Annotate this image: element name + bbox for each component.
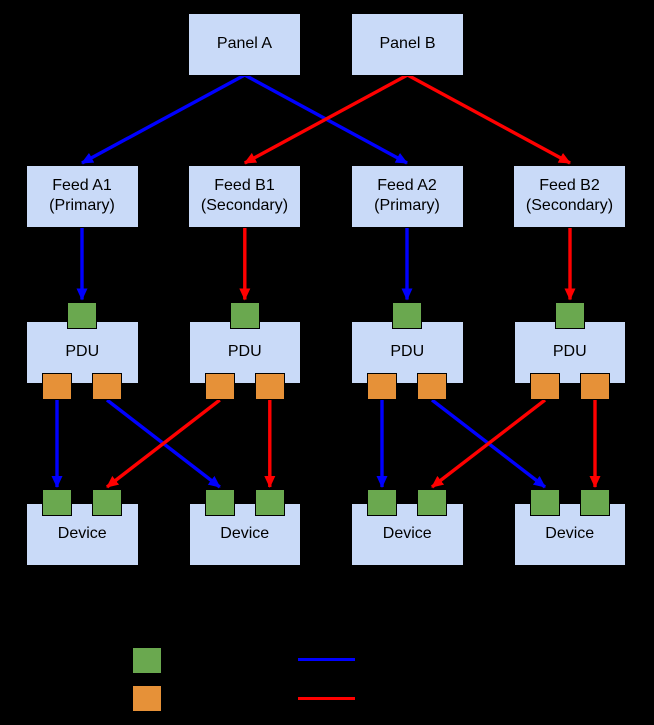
panel-b-node[interactable]: Panel B — [351, 13, 464, 76]
feed-b1-node[interactable]: Feed B1 (Secondary) — [188, 164, 301, 228]
arrow-panel-b-to-feed-b1[interactable] — [243, 73, 409, 165]
device-1-label: Device — [57, 525, 107, 543]
feed-a1-type: (Primary) — [49, 197, 115, 214]
device-3-label: Device — [382, 525, 432, 543]
pdu-3-label: PDU — [390, 343, 425, 361]
feed-b1-name: Feed B1 — [214, 176, 275, 194]
feed-b2-node[interactable]: Feed B2 (Secondary) — [513, 164, 626, 228]
feed-a1-name: Feed A1 — [52, 176, 112, 194]
arrow-panel-b-to-feed-b2[interactable] — [406, 73, 571, 165]
arrow-pdu-2-outlet-left-to-device-1-inlet-right[interactable] — [105, 398, 221, 489]
device-4-inlet-left-port[interactable] — [529, 489, 560, 516]
pdu-4-label: PDU — [552, 343, 587, 361]
pdu-2-inlet-port[interactable] — [229, 302, 260, 329]
pdu-2-label: PDU — [227, 343, 262, 361]
legend-primary-line-swatch[interactable] — [298, 658, 355, 661]
device-2-inlet-left-port[interactable] — [204, 489, 235, 516]
arrow-pdu-4-outlet-left-to-device-3-inlet-right[interactable] — [430, 398, 547, 489]
legend-secondary-line-swatch[interactable] — [298, 697, 355, 700]
device-2-label: Device — [220, 525, 270, 543]
pdu-4-outlet-left-port[interactable] — [529, 373, 560, 400]
device-2-inlet-right-port[interactable] — [254, 489, 285, 516]
legend-outlet-square-swatch[interactable] — [132, 684, 162, 712]
panel-a-node[interactable]: Panel A — [188, 13, 301, 76]
pdu-4-inlet-port[interactable] — [554, 302, 585, 329]
arrow-panel-a-to-feed-a1[interactable] — [81, 73, 246, 165]
feed-b2-name: Feed B2 — [539, 176, 600, 194]
device-1-inlet-left-port[interactable] — [42, 489, 72, 516]
feed-b2-type: (Secondary) — [525, 197, 614, 214]
device-3-inlet-left-port[interactable] — [367, 489, 397, 516]
panel-a-label: Panel A — [216, 35, 273, 53]
feed-a2-name: Feed A2 — [377, 176, 437, 194]
pdu-3-inlet-port[interactable] — [392, 302, 422, 329]
pdu-2-outlet-left-port[interactable] — [204, 373, 235, 400]
device-1-inlet-right-port[interactable] — [92, 489, 122, 516]
pdu-1-label: PDU — [65, 343, 100, 361]
feed-a1-node[interactable]: Feed A1 (Primary) — [25, 164, 139, 228]
feed-a2-type: (Primary) — [374, 197, 440, 214]
pdu-1-inlet-port[interactable] — [67, 302, 97, 329]
pdu-2-outlet-right-port[interactable] — [254, 373, 285, 400]
pdu-1-outlet-right-port[interactable] — [92, 373, 122, 400]
pdu-1-outlet-left-port[interactable] — [42, 373, 72, 400]
feed-b1-type: (Secondary) — [200, 197, 289, 214]
pdu-4-outlet-right-port[interactable] — [579, 373, 610, 400]
arrows-group — [51, 73, 601, 489]
feed-a2-node[interactable]: Feed A2 (Primary) — [350, 164, 464, 228]
device-3-inlet-right-port[interactable] — [417, 489, 447, 516]
device-4-inlet-right-port[interactable] — [579, 489, 610, 516]
legend-inlet-square-swatch[interactable] — [132, 646, 162, 674]
pdu-3-outlet-left-port[interactable] — [367, 373, 397, 400]
panel-b-label: Panel B — [379, 35, 436, 53]
pdu-3-outlet-right-port[interactable] — [417, 373, 447, 400]
device-4-label: Device — [545, 525, 595, 543]
